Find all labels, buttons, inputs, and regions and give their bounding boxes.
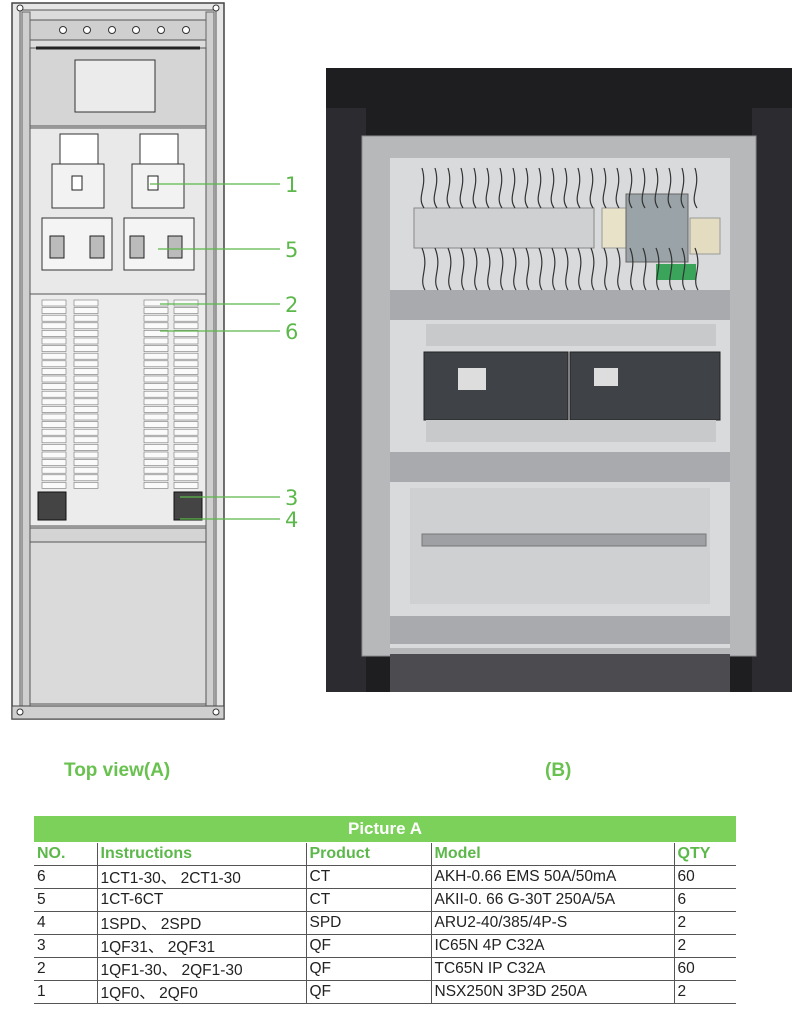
callout-5: 5 xyxy=(285,238,298,262)
callout-6: 6 xyxy=(285,320,298,344)
caption-b: (B) xyxy=(545,760,572,781)
cell-qty: 60 xyxy=(674,865,736,889)
cell-model: AKII-0. 66 G-30T 250A/5A xyxy=(431,888,675,912)
cell-product: CT xyxy=(306,888,432,912)
cell-product: QF xyxy=(306,934,432,958)
cell-product: SPD xyxy=(306,911,432,935)
cell-no: 2 xyxy=(34,957,98,981)
cell-product: QF xyxy=(306,980,432,1004)
cell-product: QF xyxy=(306,957,432,981)
cell-product: CT xyxy=(306,865,432,889)
table-row: 5 1CT-6CT CT AKII-0. 66 G-30T 250A/5A 6 xyxy=(34,888,736,912)
cell-no: 3 xyxy=(34,934,98,958)
cell-instructions: 1SPD、 2SPD xyxy=(97,911,307,935)
cabinet-photo xyxy=(326,68,792,692)
cell-instructions: 1CT1-30、 2CT1-30 xyxy=(97,865,307,889)
callout-2: 2 xyxy=(285,293,298,317)
cell-no: 4 xyxy=(34,911,98,935)
table-row: 6 1CT1-30、 2CT1-30 CT AKH-0.66 EMS 50A/5… xyxy=(34,865,736,889)
branch-breakers xyxy=(41,299,199,489)
cell-model: ARU2-40/385/4P-S xyxy=(431,911,675,935)
cell-qty: 6 xyxy=(674,888,736,912)
table-row: 2 1QF1-30、 2QF1-30 QF TC65N IP C32A 60 xyxy=(34,957,736,981)
meter-modules xyxy=(423,324,721,442)
table-row: 3 1QF31、 2QF31 QF IC65N 4P C32A 2 xyxy=(34,934,736,958)
table-row: 1 1QF0、 2QF0 QF NSX250N 3P3D 250A 2 xyxy=(34,980,736,1004)
header-instructions: Instructions xyxy=(97,842,307,866)
cell-instructions: 1QF1-30、 2QF1-30 xyxy=(97,957,307,981)
cell-model: NSX250N 3P3D 250A xyxy=(431,980,675,1004)
header-model: Model xyxy=(431,842,675,866)
callout-1: 1 xyxy=(285,173,298,197)
cell-instructions: 1CT-6CT xyxy=(97,888,307,912)
cell-model: AKH-0.66 EMS 50A/50mA xyxy=(431,865,675,889)
main-breaker-left xyxy=(41,133,113,271)
header-product: Product xyxy=(306,842,432,866)
cell-qty: 2 xyxy=(674,934,736,958)
table-title: Picture A xyxy=(34,816,736,843)
caption-top-view: Top view(A) xyxy=(64,760,171,781)
cell-qty: 2 xyxy=(674,911,736,935)
cabinet-drawing: 1 5 2 6 3 4 xyxy=(8,0,320,725)
parts-table: Picture A NO. Instructions Product Model… xyxy=(34,816,736,1004)
cell-no: 6 xyxy=(34,865,98,889)
cell-model: TC65N IP C32A xyxy=(431,957,675,981)
table-row: 4 1SPD、 2SPD SPD ARU2-40/385/4P-S 2 xyxy=(34,911,736,935)
header-no: NO. xyxy=(34,842,98,866)
callout-4: 4 xyxy=(285,508,298,532)
cell-qty: 2 xyxy=(674,980,736,1004)
cell-no: 1 xyxy=(34,980,98,1004)
cell-qty: 60 xyxy=(674,957,736,981)
cell-instructions: 1QF0、 2QF0 xyxy=(97,980,307,1004)
cell-model: IC65N 4P C32A xyxy=(431,934,675,958)
cell-no: 5 xyxy=(34,888,98,912)
main-breaker-right xyxy=(123,133,195,271)
cell-instructions: 1QF31、 2QF31 xyxy=(97,934,307,958)
header-qty: QTY xyxy=(674,842,736,866)
callout-3: 3 xyxy=(285,486,298,510)
